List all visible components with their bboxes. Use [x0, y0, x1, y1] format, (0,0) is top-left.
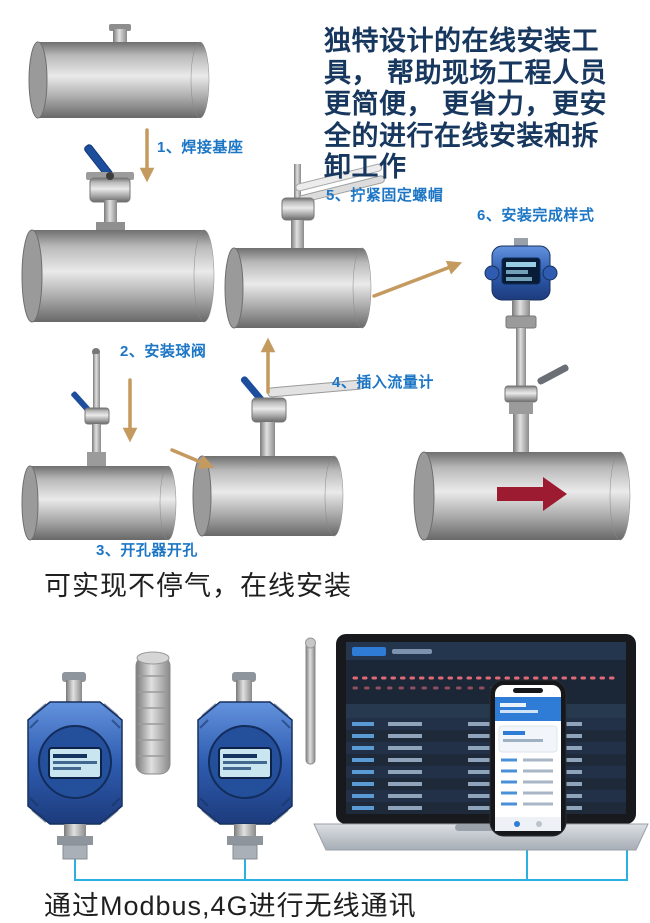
intro-line: 全的进行在线安装和拆 — [324, 120, 599, 151]
gas-detector-1 — [27, 671, 123, 860]
caption-communication: 通过Modbus,4G进行无线通讯 — [44, 891, 417, 921]
step2-pipe-with-ball-valve — [21, 144, 215, 323]
step3-pipe-with-hole-opener — [21, 348, 177, 541]
step6-installed-flow-meter — [413, 238, 631, 541]
intro-line: 更简便， 更省力，更安 — [324, 89, 608, 120]
smartphone — [489, 679, 567, 837]
arrow-step3 — [170, 448, 215, 469]
laptop — [313, 634, 649, 851]
step-label-2: 2、安装球阀 — [120, 343, 207, 360]
step-label-6: 6、安装完成样式 — [477, 207, 595, 224]
intro-line: 具， 帮助现场工程人员 — [324, 57, 608, 88]
arrow-step6 — [372, 260, 463, 298]
intro-line: 卸工作 — [324, 152, 407, 183]
intro-line: 独特设计的在线安装工 — [324, 26, 599, 56]
gas-detector-2 — [197, 671, 293, 860]
step-label-3: 3、开孔器开孔 — [96, 542, 198, 559]
detector1-antenna — [135, 651, 171, 775]
caption-online-install: 可实现不停气，在线安装 — [44, 571, 352, 601]
step-arrows — [122, 128, 463, 469]
step-label-5: 5、拧紧固定螺帽 — [326, 187, 444, 204]
intro-text: 独特设计的在线安装工 具， 帮助现场工程人员 更简便， 更省力，更安 全的进行在… — [324, 26, 650, 184]
detector2-antenna — [305, 637, 316, 765]
step1-pipe-with-welded-base — [28, 24, 210, 119]
step5-pipe-with-tightening-tool — [224, 163, 385, 329]
step4-pipe-with-insertion-handle — [192, 376, 364, 537]
step-label-4: 4、插入流量计 — [332, 374, 434, 391]
flow-direction-arrow — [497, 477, 567, 511]
step-label-1: 1、焊接基座 — [157, 139, 244, 156]
